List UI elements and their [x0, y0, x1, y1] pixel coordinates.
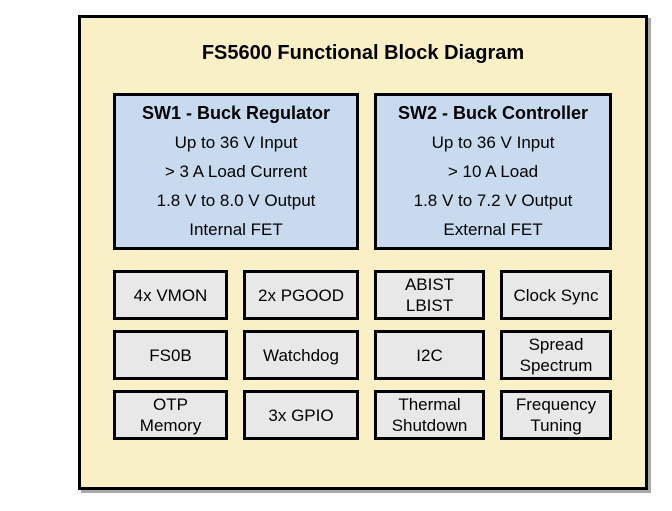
sw1-fet-spec: Internal FET	[189, 220, 283, 239]
sw1-output-spec: 1.8 V to 8.0 V Output	[156, 191, 316, 210]
module-3x-gpio: 3x GPIO	[243, 390, 359, 440]
module-watchdog: Watchdog	[243, 330, 359, 380]
diagram-title: FS5600 Functional Block Diagram	[201, 42, 525, 64]
module-frequency-tuning: Frequency Tuning	[500, 390, 612, 440]
module-fs0b: FS0B	[113, 330, 228, 380]
sw2-block-title: SW2 - Buck Controller	[397, 103, 589, 123]
sw2-input-spec: Up to 36 V Input	[431, 133, 555, 152]
module-otp-memory: OTP Memory	[113, 390, 228, 440]
module-4x-vmon: 4x VMON	[113, 270, 228, 320]
module-thermal-shutdown: Thermal Shutdown	[374, 390, 485, 440]
sw1-buck-regulator-block: SW1 - Buck Regulator Up to 36 V Input > …	[113, 93, 359, 250]
sw1-block-title: SW1 - Buck Regulator	[141, 103, 331, 123]
diagram-frame: FS5600 Functional Block Diagram SW1 - Bu…	[78, 15, 648, 490]
sw2-output-spec: 1.8 V to 7.2 V Output	[413, 191, 573, 210]
module-spread-spectrum: Spread Spectrum	[500, 330, 612, 380]
module-i2c: I2C	[374, 330, 485, 380]
module-grid: 4x VMON 2x PGOOD ABIST LBIST Clock Sync …	[113, 270, 612, 440]
sw2-fet-spec: External FET	[443, 220, 543, 239]
feature-block-row: SW1 - Buck Regulator Up to 36 V Input > …	[113, 93, 612, 250]
module-2x-pgood: 2x PGOOD	[243, 270, 359, 320]
module-abist-lbist: ABIST LBIST	[374, 270, 485, 320]
sw2-buck-controller-block: SW2 - Buck Controller Up to 36 V Input >…	[374, 93, 612, 250]
module-clock-sync: Clock Sync	[500, 270, 612, 320]
sw1-load-spec: > 3 A Load Current	[164, 162, 308, 181]
sw2-load-spec: > 10 A Load	[447, 162, 539, 181]
sw1-input-spec: Up to 36 V Input	[174, 133, 298, 152]
